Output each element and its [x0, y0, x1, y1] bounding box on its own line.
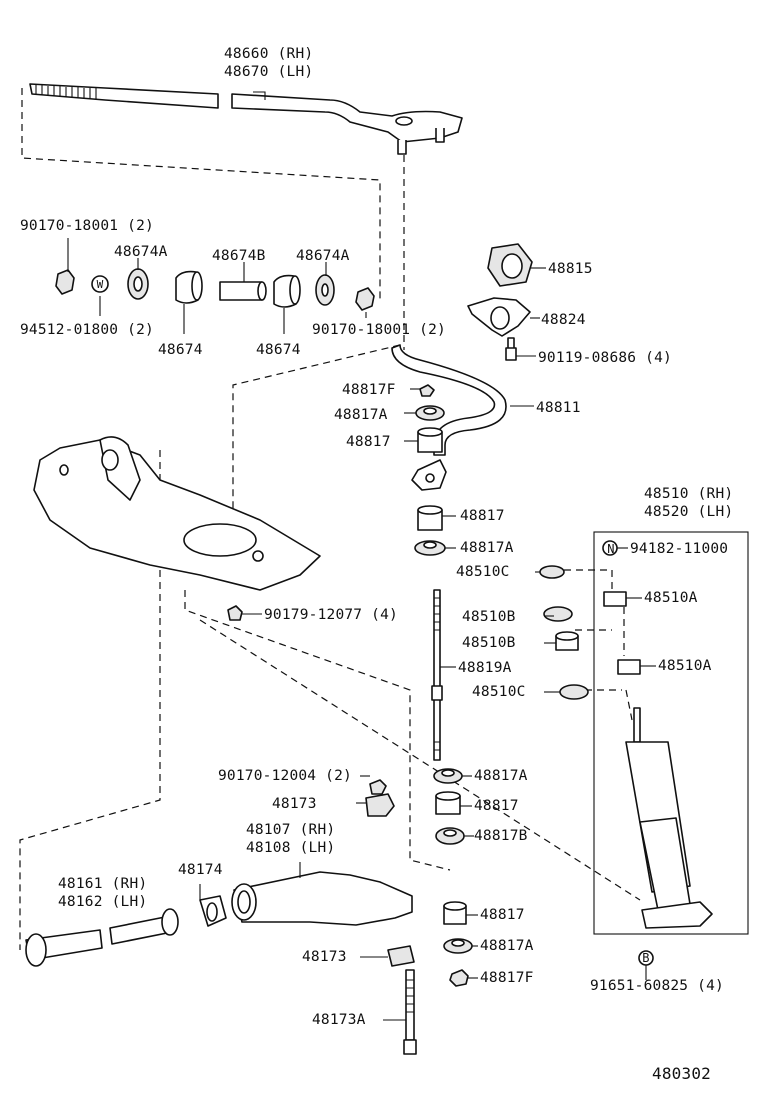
label-anchor-48174: 48174: [178, 862, 223, 878]
label-cushion-48510a-top: 48510A: [644, 590, 698, 606]
label-washer-94512-01800: 94512-01800 (2): [20, 322, 154, 338]
drawing-number: 480302: [652, 1064, 711, 1083]
stabilizer-bar-shape: [391, 344, 507, 491]
label-stabilizer-bar-48811: 48811: [536, 400, 581, 416]
label-retainer-48817a-mid: 48817A: [460, 540, 514, 556]
label-bolt-48173a: 48173A: [312, 1012, 366, 1028]
label-bushing-48815: 48815: [548, 261, 593, 277]
link-cushion-shapes: [414, 384, 473, 987]
label-link-48819a: 48819A: [458, 660, 512, 676]
label-bolt-91651-60825: 91651-60825 (4): [590, 978, 724, 994]
label-cushion-48817-bottom: 48817: [480, 907, 525, 923]
nut-mark-n: N: [607, 542, 615, 556]
label-arm-48108-lh: 48108 (LH): [246, 840, 336, 856]
label-spacer-48674b: 48674B: [212, 248, 266, 264]
label-retainer-48510b-2: 48510B: [462, 635, 516, 651]
reference-lines: [19, 88, 641, 950]
label-shock-48520-lh: 48520 (LH): [644, 504, 734, 520]
label-stopper-48173-top: 48173: [272, 796, 317, 812]
shock-absorber-shapes: [539, 531, 749, 966]
label-stopper-48173-bottom: 48173: [302, 949, 347, 965]
label-nut-94182-11000: 94182-11000: [630, 541, 729, 557]
label-cushion-48817-mid: 48817: [460, 508, 505, 524]
label-bushing-48674a-right: 48674A: [296, 248, 350, 264]
label-torsion-48161-rh: 48161 (RH): [58, 876, 148, 892]
label-nut-90179-12077: 90179-12077 (4): [264, 607, 398, 623]
label-cushion-48817-top: 48817: [346, 434, 391, 450]
label-stabilizer-rod-lh: 48670 (LH): [224, 64, 314, 80]
label-retainer-48510c-top: 48510C: [456, 564, 510, 580]
bolt-mark-b: B: [642, 951, 650, 965]
label-retainer-48817b: 48817B: [474, 828, 528, 844]
label-bracket-48824: 48824: [541, 312, 586, 328]
washer-mark-w: W: [96, 278, 104, 291]
label-cushion-48817-low: 48817: [474, 798, 519, 814]
label-bolt-90119-08686: 90119-08686 (4): [538, 350, 672, 366]
label-nut-48817f-bottom: 48817F: [480, 970, 534, 986]
label-retainer-48817a-top: 48817A: [334, 407, 388, 423]
label-arm-48107-rh: 48107 (RH): [246, 822, 336, 838]
label-stabilizer-rod-rh: 48660 (RH): [224, 46, 314, 62]
stabilizer-rod-shape: [29, 83, 463, 155]
label-bushing-48674-right: 48674: [256, 342, 301, 358]
label-retainer-48510c-bottom: 48510C: [472, 684, 526, 700]
bushing-set-shapes: [55, 268, 375, 311]
stabilizer-bushing-shapes: [467, 243, 533, 361]
label-nut-90170-18001-right: 90170-18001 (2): [312, 322, 446, 338]
label-nut-90170-12004: 90170-12004 (2): [218, 768, 352, 784]
crossmember-shape: [33, 436, 321, 621]
label-nut-90170-18001-left: 90170-18001 (2): [20, 218, 154, 234]
label-torsion-48162-lh: 48162 (LH): [58, 894, 148, 910]
label-bushing-48674-left: 48674: [158, 342, 203, 358]
label-bushing-48674a-left: 48674A: [114, 244, 168, 260]
leader-lines: [67, 91, 656, 1021]
label-retainer-48510b-1: 48510B: [462, 609, 516, 625]
label-retainer-48817a-low: 48817A: [474, 768, 528, 784]
label-shock-48510-rh: 48510 (RH): [644, 486, 734, 502]
label-nut-48817f-top: 48817F: [342, 382, 396, 398]
torsion-bar-shapes: [25, 779, 417, 1055]
label-retainer-48817a-bottom: 48817A: [480, 938, 534, 954]
label-cushion-48510a-bottom: 48510A: [658, 658, 712, 674]
